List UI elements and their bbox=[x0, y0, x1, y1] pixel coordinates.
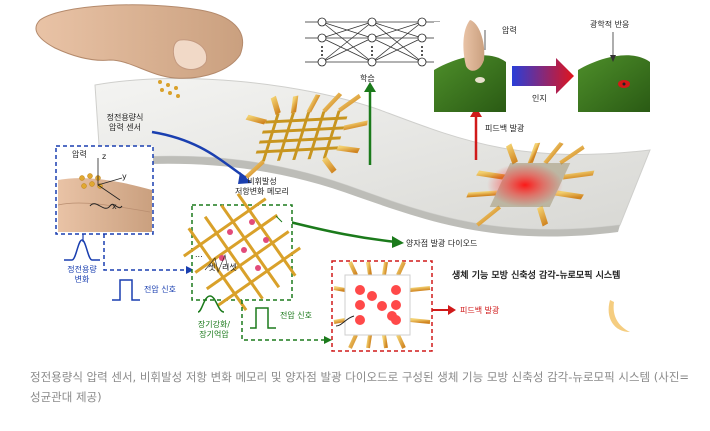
label-phototactic: 광학적 반응 bbox=[590, 20, 630, 29]
system-figure: 정전용량식 압력 센서 비휘발성 저항변화 메모리 양자점 발광 다이오드 생체… bbox=[35, 4, 651, 352]
label-pressure-sensor-line1: 정전용량식 bbox=[106, 113, 144, 122]
shine-decoration bbox=[608, 300, 630, 332]
label-axis-x: x bbox=[112, 202, 117, 211]
label-capacitance-change-line1: 정전용량 bbox=[67, 265, 97, 274]
memristor-array bbox=[236, 92, 368, 179]
label-voltage-signal-2: 전압 신호 bbox=[280, 311, 312, 320]
label-system: 생체 기능 모방 신축성 감각-뉴로모픽 시스템 bbox=[452, 271, 621, 281]
label-capacitance-change-line2: 변화 bbox=[74, 275, 90, 284]
recognition-arrow bbox=[512, 58, 574, 94]
label-reset: 리셋 bbox=[222, 263, 237, 272]
label-voltage-signal-1: 전압 신호 bbox=[144, 285, 176, 294]
label-ltp-line1: 장기강화/ bbox=[197, 320, 231, 329]
figure-caption: 정전용량식 압력 센서, 비휘발성 저항 변화 메모리 및 양자점 발광 다이오… bbox=[30, 370, 690, 404]
label-dots: ... bbox=[195, 250, 203, 259]
label-pressure-sensor-line2: 압력 센서 bbox=[109, 123, 141, 132]
label-memory-line1: 비휘발성 bbox=[247, 177, 277, 186]
ltp-curve bbox=[197, 295, 225, 313]
sensor-dots bbox=[158, 80, 180, 98]
neural-network-icon bbox=[305, 17, 440, 67]
label-recognition: 인지 bbox=[532, 94, 547, 103]
label-memory-line2: 저항변화 메모리 bbox=[234, 187, 290, 196]
label-qled: 양자점 발광 다이오드 bbox=[406, 239, 478, 248]
blue-signal-route bbox=[103, 234, 190, 271]
label-ltp-line2: 장기억압 bbox=[199, 330, 229, 339]
voltage-pulse-2 bbox=[250, 307, 276, 329]
label-pressure-sensor: 정전용량식 압력 센서 bbox=[90, 113, 160, 133]
label-photo-pressure: 압력 bbox=[502, 26, 517, 35]
memory-to-qled-arrow bbox=[289, 220, 397, 244]
label-feedback-right: 피드백 발광 bbox=[460, 306, 500, 315]
learning-arrow-head bbox=[364, 82, 376, 92]
sensor-to-memory-arrow bbox=[151, 130, 247, 180]
figure-artwork bbox=[35, 4, 651, 352]
label-memory: 비휘발성 저항변화 메모리 bbox=[222, 177, 302, 197]
label-learning: 학습 bbox=[360, 74, 375, 83]
label-axis-y: y bbox=[122, 172, 127, 181]
label-capacitance-change: 정전용량 변화 bbox=[54, 265, 110, 285]
label-feedback-up: 피드백 발광 bbox=[485, 124, 525, 133]
hand bbox=[35, 4, 244, 79]
leaf-photo-pressure bbox=[434, 20, 506, 112]
label-set: 셋 bbox=[208, 263, 216, 272]
label-inset-pressure: 압력 bbox=[72, 150, 87, 159]
flexible-sheet bbox=[94, 78, 651, 230]
label-ltp: 장기강화/ 장기억압 bbox=[186, 320, 242, 340]
capacitance-curve bbox=[64, 239, 100, 261]
qled-glow bbox=[487, 163, 563, 207]
label-axis-z: z bbox=[102, 152, 107, 161]
leaf-photo-response bbox=[578, 22, 650, 112]
voltage-pulse-1 bbox=[112, 279, 140, 301]
sheet-bottom-edge bbox=[100, 156, 620, 237]
thumbnail bbox=[172, 39, 208, 70]
